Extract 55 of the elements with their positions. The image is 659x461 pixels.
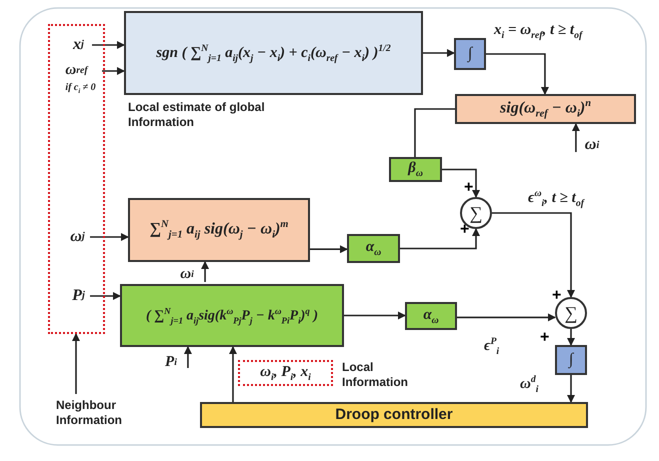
- formula-text: sgn ( ∑$^{N}$$_{j=1}$ a$_{ij}$(x$_{j}$ − x$_{i}$) + c$_{i}$(ω$_{ref}$ − x$_{i}$) )$^{1/2}$: [156, 42, 391, 64]
- formula-text: β$_{ω}$: [408, 160, 423, 179]
- controller-label: Droop controller: [335, 406, 453, 424]
- caption-text: Local Information: [342, 360, 409, 390]
- droop-controller-box: [200, 402, 588, 428]
- arrow: [567, 329, 575, 346]
- condition-note: if c$_{i}$ ≠ 0: [64, 82, 97, 94]
- integrator-box: [555, 345, 587, 375]
- arrow: [486, 53, 549, 95]
- formula-text: sig(ω$_{ref}$ − ω$_{i}$)$^{n}$: [500, 98, 591, 120]
- arrow: [184, 346, 192, 368]
- gain-box: [347, 234, 400, 263]
- arrow: [492, 212, 575, 298]
- arrow: [72, 333, 80, 394]
- gain-box: [405, 302, 457, 330]
- neighbour-information-box: [48, 24, 105, 334]
- sign-label: +: [552, 288, 562, 304]
- local-information-box: [238, 360, 333, 386]
- arrow: [90, 233, 129, 241]
- formula-text: ∑: [564, 302, 578, 324]
- formula-text: ∫: [468, 45, 472, 63]
- arrow: [310, 245, 348, 254]
- formula-text: α$_{ω}$: [423, 306, 439, 326]
- summing-junction: [555, 297, 587, 329]
- edge-label: ϵ$^{ω}$$_{i}$, t ≥ t$_{of}$: [528, 188, 584, 209]
- formula-text: ( ∑$^{N}$$_{j=1}$ a$_{ij}$sig(k$^{ω}$$_{Pj}$P$_{j}$ − k$^{ω}$$_{Pi}$P$_{i}$)$^{q}$ ): [146, 306, 318, 326]
- formula-text: ∑$^{N}$$_{j=1}$ a$_{ij}$ sig(ω$_{j}$ − ω$_{i}$)$^{m}$: [150, 219, 288, 241]
- estimate-formula-box: [124, 11, 423, 95]
- arrow: [400, 228, 480, 250]
- arrow: [442, 168, 480, 198]
- edge-label: x$_{i}$ = ω$_{ref}$, t ≥ t$_{of}$: [494, 22, 582, 41]
- arrow: [90, 292, 121, 300]
- integrator-box: [454, 38, 486, 70]
- formula-text: ω$_{i}$, P$_{i}$, x$_{i}$: [260, 364, 311, 382]
- formula-text: α$_{ω}$: [366, 239, 382, 258]
- arrow: [228, 346, 237, 402]
- arrow: [457, 313, 556, 322]
- formula-text: ∫: [568, 351, 574, 369]
- neighbour-information-label: Neighbour Information: [56, 394, 136, 432]
- sign-label: +: [464, 180, 474, 196]
- arrow: [572, 123, 580, 152]
- arrow: [92, 41, 125, 49]
- arrow: [344, 312, 406, 320]
- arrow: [423, 49, 455, 57]
- gain-box: [389, 157, 442, 182]
- arrow: [102, 67, 125, 75]
- arrow: [567, 375, 575, 403]
- caption-text: Local estimate of global Information: [128, 100, 266, 130]
- formula-text: ∑: [470, 202, 482, 224]
- sign-label: +: [540, 330, 550, 346]
- sign-label: +: [460, 222, 470, 238]
- power-consensus-box: [120, 284, 344, 347]
- arrow: [201, 261, 210, 282]
- frequency-consensus-box: [128, 198, 310, 262]
- sign-function-box: [455, 94, 636, 124]
